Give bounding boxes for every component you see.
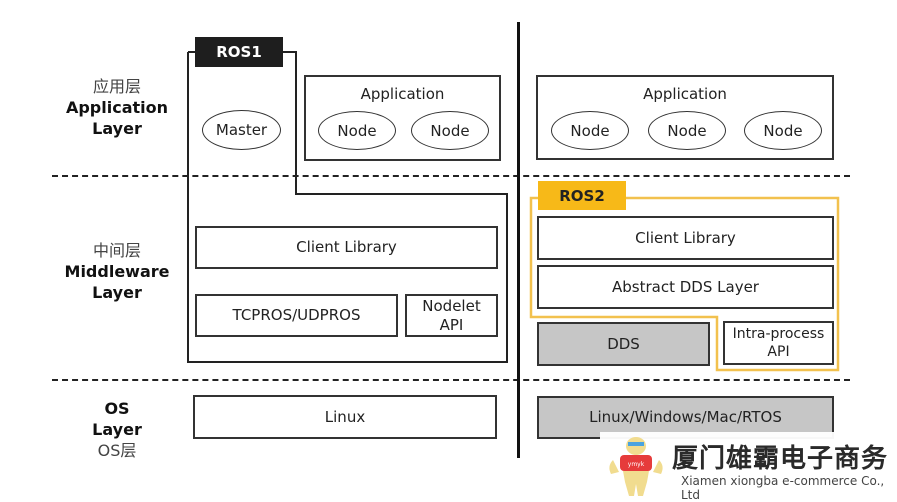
ros2-abstract-dds-layer: Abstract DDS Layer [537, 265, 834, 309]
os-layer-en-1: OS [104, 399, 130, 418]
os-layer-label: OS Layer OS层 [42, 398, 192, 461]
ros2-node: Node [744, 111, 822, 150]
nodelet-api-line2: API [439, 315, 464, 334]
mascot-shirt-text: ymyk [628, 461, 645, 468]
ros1-ros2-divider [517, 22, 520, 458]
nodelet-api-line1: Nodelet [422, 296, 481, 315]
os-layer-en-2: Layer [92, 420, 142, 439]
bear-mascot-icon: ymyk [609, 437, 663, 496]
ros1-nodelet-api: Nodelet API [405, 294, 498, 337]
watermark-company-cn: 厦门雄霸电子商务 [672, 444, 889, 474]
intra-process-api-line1: Intra-process [732, 326, 825, 342]
ros2-node: Node [648, 111, 726, 150]
layer-divider-middleware-os [52, 379, 850, 381]
ros1-tcpros-udpros: TCPROS/UDPROS [195, 294, 398, 337]
ros2-dds: DDS [537, 322, 710, 366]
os-layer-cn: OS层 [97, 441, 137, 460]
application-layer-en-2: Layer [92, 119, 142, 138]
layer-divider-app-middleware [52, 175, 850, 177]
ros1-master-node: Master [202, 110, 281, 150]
middleware-layer-en-2: Layer [92, 283, 142, 302]
ros1-application-title: Application [360, 85, 445, 103]
ros1-node: Node [411, 111, 489, 150]
ros2-client-library: Client Library [537, 216, 834, 260]
middleware-layer-cn: 中间层 [92, 241, 141, 260]
ros1-client-library: Client Library [195, 226, 498, 269]
ros1-os-linux: Linux [193, 395, 497, 439]
application-layer-cn: 应用层 [92, 77, 141, 96]
application-layer-en-1: Application [65, 98, 169, 117]
application-layer-label: 应用层 Application Layer [42, 76, 192, 139]
ros2-application-title: Application [643, 85, 727, 103]
ros2-os-multi: Linux/Windows/Mac/RTOS [537, 396, 834, 439]
middleware-layer-en-1: Middleware [64, 262, 170, 281]
ros2-node: Node [551, 111, 629, 150]
ros1-node: Node [318, 111, 396, 150]
ros2-tag: ROS2 [538, 181, 626, 210]
middleware-layer-label: 中间层 Middleware Layer [42, 240, 192, 303]
intra-process-api-line2: API [767, 344, 790, 360]
watermark-company-en: Xiamen xiongba e-commerce Co., Ltd [681, 474, 885, 502]
ros1-tag: ROS1 [195, 37, 283, 67]
ros2-intra-process-api: Intra-process API [723, 321, 834, 365]
